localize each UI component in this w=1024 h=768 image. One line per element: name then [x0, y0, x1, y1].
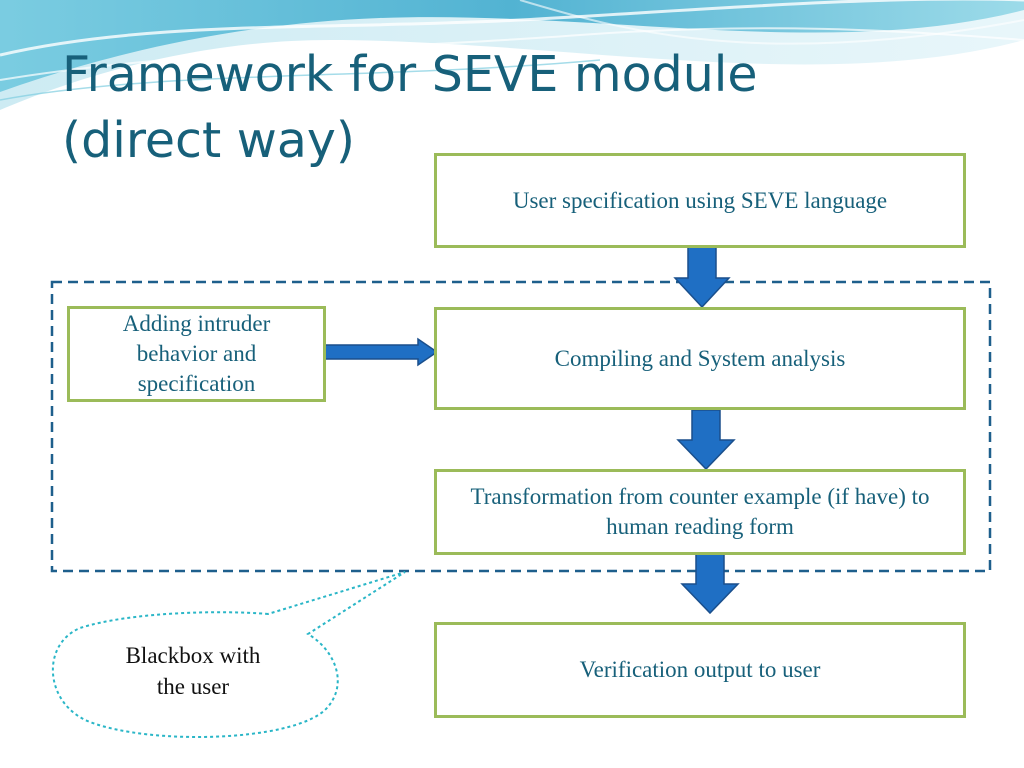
box-user-specification: User specification using SEVE language	[434, 153, 966, 248]
box-intruder-behavior: Adding intruder behavior and specificati…	[67, 306, 326, 402]
slide-title-line-2: (direct way)	[62, 112, 355, 169]
box-verification-output-text: Verification output to user	[579, 657, 821, 682]
callout-blackbox-text: Blackbox with the user	[88, 640, 298, 702]
box-intruder-behavior-text: Adding intruder behavior and specificati…	[122, 311, 271, 396]
box-user-specification-text: User specification using SEVE language	[512, 187, 888, 213]
callout-line-2: the user	[156, 674, 230, 699]
box-compiling-analysis: Compiling and System analysis	[434, 307, 966, 410]
box-transformation-text: Transformation from counter example (if …	[470, 484, 930, 539]
slide-title: Framework for SEVE module (direct way)	[62, 42, 842, 174]
box-verification-output: Verification output to user	[434, 622, 966, 718]
box-transformation: Transformation from counter example (if …	[434, 469, 966, 555]
slide-title-line-1: Framework for SEVE module	[62, 46, 758, 103]
box-compiling-analysis-text: Compiling and System analysis	[554, 345, 846, 371]
callout-line-1: Blackbox with	[125, 643, 261, 668]
